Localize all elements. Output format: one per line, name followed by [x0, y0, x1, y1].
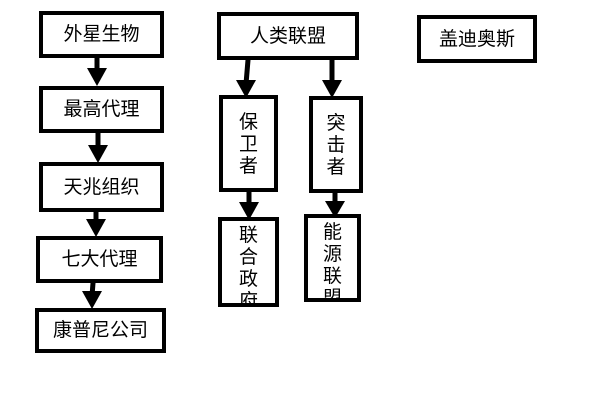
node-human-alliance: 人类联盟: [217, 12, 359, 60]
node-human-alliance-label: 人类联盟: [249, 24, 326, 47]
node-defenders: 保卫者: [219, 95, 278, 192]
node-coalition-government-label: 联合政府: [238, 224, 258, 307]
arrow-seven-agents-to-compnie: [89, 280, 96, 299]
node-defenders-label: 保卫者: [238, 111, 258, 177]
node-energy-alliance-label: 能源联盟: [322, 221, 342, 302]
arrowhead-seven-agents-to-compnie: [82, 291, 102, 309]
node-aliens: 外星生物: [39, 11, 164, 58]
arrow-human-alliance-to-defenders: [243, 57, 251, 87]
arrowhead-supreme-agent-to-tianzhao: [88, 145, 108, 163]
node-seven-agents-label: 七大代理: [61, 248, 138, 270]
node-tianzhao-org: 天兆组织: [39, 162, 164, 212]
node-seven-agents: 七大代理: [36, 236, 163, 283]
node-supreme-agent: 最高代理: [39, 86, 164, 133]
node-gaidiaos-label: 盖迪奥斯: [438, 27, 515, 50]
arrowhead-aliens-to-supreme-agent: [87, 68, 107, 86]
node-compnie-company-label: 康普尼公司: [52, 319, 148, 341]
node-assaulters: 突击者: [309, 96, 363, 193]
node-compnie-company: 康普尼公司: [35, 308, 166, 353]
node-gaidiaos: 盖迪奥斯: [417, 15, 537, 63]
node-supreme-agent-label: 最高代理: [63, 98, 140, 120]
node-assaulters-label: 突击者: [326, 112, 346, 178]
node-aliens-label: 外星生物: [63, 23, 140, 45]
node-energy-alliance: 能源联盟: [304, 214, 361, 302]
node-tianzhao-org-label: 天兆组织: [63, 175, 140, 198]
arrowhead-tianzhao-to-seven-agents: [86, 219, 106, 237]
node-coalition-government: 联合政府: [218, 217, 279, 307]
